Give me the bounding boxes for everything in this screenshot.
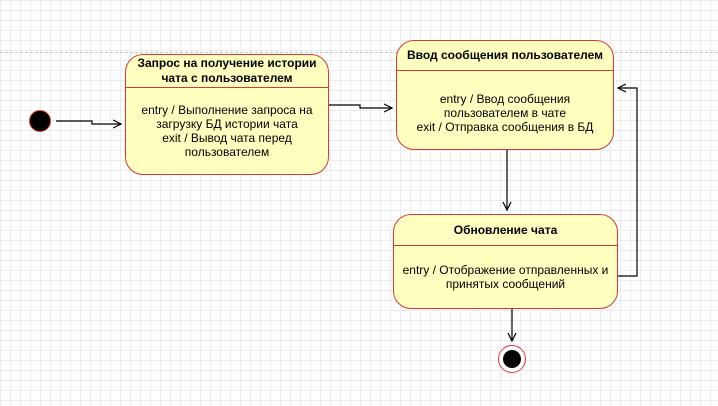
state-body: entry / Ввод сообщения пользователем в ч…	[397, 71, 613, 149]
state-entry-action: entry / Отображение отправленных и приня…	[402, 263, 609, 291]
state-entry-action: entry / Ввод сообщения пользователем в ч…	[439, 92, 571, 120]
state-user-message-input[interactable]: Ввод сообщения пользователем entry / Вво…	[396, 40, 614, 150]
transition-start-to-request	[56, 121, 121, 124]
swimlane-divider	[0, 52, 718, 53]
final-state-node[interactable]	[498, 345, 526, 373]
state-request-chat-history[interactable]: Запрос на получение истории чата с польз…	[125, 54, 329, 175]
state-title: Ввод сообщения пользователем	[397, 41, 613, 71]
state-body: entry / Выполнение запроса на загрузку Б…	[126, 88, 328, 174]
state-title: Запрос на получение истории чата с польз…	[126, 55, 328, 88]
state-exit-action: exit / Вывод чата перед пользователем	[162, 131, 292, 159]
state-title: Обновление чата	[394, 215, 617, 246]
transition-update-to-input	[618, 88, 638, 277]
state-exit-action: exit / Отправка сообщения в БД	[416, 120, 594, 134]
state-entry-action: entry / Выполнение запроса на загрузку Б…	[141, 103, 313, 131]
initial-state-node[interactable]	[29, 110, 51, 132]
state-chat-update[interactable]: Обновление чата entry / Отображение отпр…	[393, 214, 618, 309]
transition-request-to-input	[329, 105, 392, 108]
state-body: entry / Отображение отправленных и приня…	[394, 246, 617, 308]
final-state-inner-dot	[503, 350, 521, 368]
